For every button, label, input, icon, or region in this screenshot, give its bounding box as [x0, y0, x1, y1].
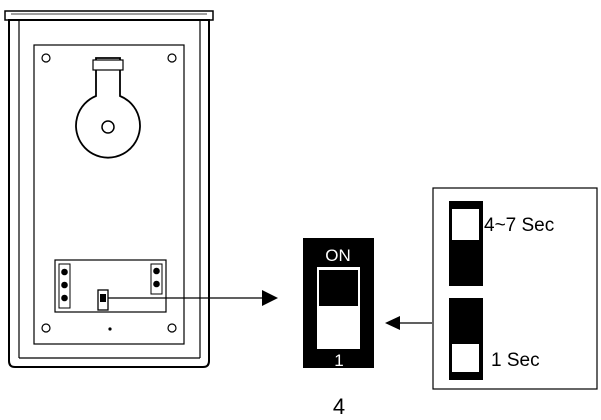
switch-long-duration-lever — [452, 209, 479, 240]
screw-top-right — [167, 53, 177, 63]
keyhole-center-hole — [101, 120, 115, 134]
keyhole-hanger — [75, 57, 141, 159]
setting-detail-box: 4~7 Sec 1 Sec — [432, 187, 598, 390]
terminal-block-right — [150, 263, 163, 295]
long-duration-label: 4~7 Sec — [484, 215, 554, 236]
terminal-screw — [61, 294, 68, 302]
top-bracket — [4, 10, 214, 21]
screw-bottom-right — [167, 323, 177, 333]
keyhole-slot — [92, 59, 124, 71]
terminal-screw — [61, 268, 68, 276]
figure-number: 4 — [333, 394, 345, 419]
terminal-screw — [61, 281, 68, 289]
screw-top-left — [41, 53, 51, 63]
terminal-board — [54, 259, 167, 313]
board-led-dot — [108, 327, 112, 331]
board-dip-switch-lever — [100, 294, 106, 302]
switch-short-duration-lever — [452, 344, 479, 372]
terminal-screw — [153, 280, 160, 288]
dip-switch-on-label: ON — [325, 246, 351, 265]
door-station-back-panel — [4, 10, 214, 368]
dip-switch-position-label: 1 — [334, 351, 343, 370]
pointer-arrow-to-switch — [108, 290, 278, 306]
enlarged-dip-switch: ON 1 — [303, 238, 374, 370]
dip-switch-lever — [319, 270, 358, 306]
pointer-arrow-from-detail — [385, 316, 432, 330]
terminal-screw — [153, 267, 160, 275]
short-duration-label: 1 Sec — [491, 350, 540, 371]
screw-bottom-left — [41, 323, 51, 333]
